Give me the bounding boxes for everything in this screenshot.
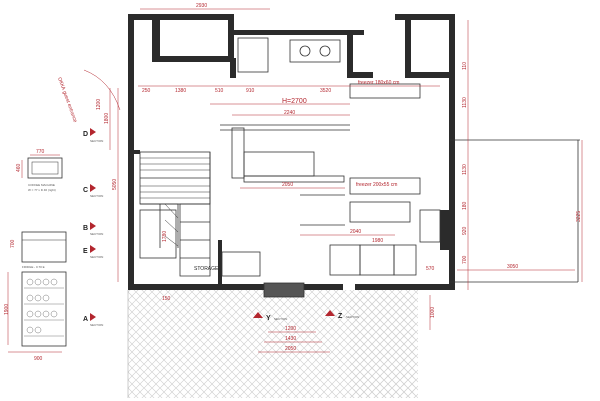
section-marker-e: E bbox=[83, 248, 88, 255]
dim-coffee-w: 770 bbox=[36, 149, 45, 155]
terrace-paving bbox=[350, 296, 416, 398]
svg-text:SECTION: SECTION bbox=[90, 255, 103, 259]
coffee-machine-note: W = 77 x D 46 (right) bbox=[28, 188, 56, 192]
dim-right-1: 110 bbox=[462, 62, 468, 70]
dim-right-3: 1130 bbox=[462, 164, 468, 175]
dim-fridge-700: 700 bbox=[10, 239, 16, 248]
dim-top-row-4: 910 bbox=[246, 88, 255, 94]
fridge-detail: FRIDGE - 0.70 E bbox=[21, 231, 67, 347]
dim-stair-1780: 1780 bbox=[162, 231, 168, 242]
svg-text:SECTION: SECTION bbox=[274, 317, 287, 321]
section-marker-y: Y bbox=[266, 315, 271, 322]
dim-top-row-3: 510 bbox=[215, 88, 224, 94]
dim-left-1200: 1200 bbox=[96, 99, 102, 110]
dim-right-4: 180 bbox=[462, 201, 468, 210]
dim-right-6: 700 bbox=[462, 255, 468, 264]
svg-text:SECTION: SECTION bbox=[346, 315, 359, 319]
dim-right-bottom: 1000 bbox=[430, 307, 436, 318]
dimension-lines bbox=[7, 8, 583, 353]
dim-top-row-5: 3520 bbox=[320, 88, 331, 94]
exterior-walls bbox=[128, 14, 455, 290]
svg-text:SECTION: SECTION bbox=[90, 194, 103, 198]
dim-fridge-w: 900 bbox=[34, 356, 43, 362]
section-marker-b: B bbox=[83, 225, 88, 232]
section-marker-a: A bbox=[83, 316, 88, 323]
dim-kitchen-2040: 2040 bbox=[350, 229, 361, 235]
dim-left-1800: 1800 bbox=[104, 113, 110, 124]
dim-mid-2050: 2050 bbox=[282, 182, 293, 188]
dim-left-total: 5050 bbox=[112, 179, 118, 190]
fridge-label: FRIDGE - 0.70 E bbox=[22, 265, 45, 269]
dim-bottom-2: 1430 bbox=[285, 336, 296, 342]
svg-text:SECTION: SECTION bbox=[90, 323, 103, 327]
section-marker-c: C bbox=[83, 187, 88, 194]
entrance-label: ОККА guest entrance bbox=[56, 77, 78, 124]
dim-terrace-width: 3050 bbox=[507, 264, 518, 270]
dim-right-2: 1130 bbox=[462, 97, 468, 108]
dim-coffee-h: 460 bbox=[16, 163, 22, 172]
svg-text:SECTION: SECTION bbox=[90, 232, 103, 236]
dim-inner-2240: 2240 bbox=[284, 110, 295, 116]
storage-label: STORAGE bbox=[194, 266, 219, 272]
section-markers: D SECTION C SECTION B SECTION E SECTION … bbox=[83, 128, 359, 327]
section-marker-z: Z bbox=[338, 313, 343, 320]
freezer-top-label: freezer 180x60 cm bbox=[358, 80, 399, 86]
staircase bbox=[140, 157, 210, 247]
freezer-bottom-label: freezer 200x55 cm bbox=[356, 182, 397, 188]
dim-bottom-step: 150 bbox=[162, 296, 171, 302]
dim-bottom-3: 2050 bbox=[285, 346, 296, 352]
coffee-machine-detail: COFFEE MACHINE W = 77 x D 46 (right) bbox=[27, 157, 63, 192]
dim-counter-570: 570 bbox=[426, 266, 435, 272]
dim-right-5: 920 bbox=[462, 226, 468, 235]
svg-text:SECTION: SECTION bbox=[90, 139, 103, 143]
section-marker-d: D bbox=[83, 131, 88, 138]
dim-top-row-2: 1380 bbox=[175, 88, 186, 94]
dim-top-width: 2930 bbox=[196, 3, 207, 9]
dim-fridge-h: 1900 bbox=[4, 304, 10, 315]
dim-right-total: 3225 bbox=[576, 211, 582, 222]
coffee-machine-label: COFFEE MACHINE bbox=[28, 183, 55, 187]
dim-top-row-1: 250 bbox=[142, 88, 151, 94]
dim-bottom-1: 1200 bbox=[285, 326, 296, 332]
interior-outlines bbox=[139, 37, 580, 298]
dim-kitchen-1980: 1980 bbox=[372, 238, 383, 244]
ceiling-height: H=2700 bbox=[282, 98, 307, 105]
